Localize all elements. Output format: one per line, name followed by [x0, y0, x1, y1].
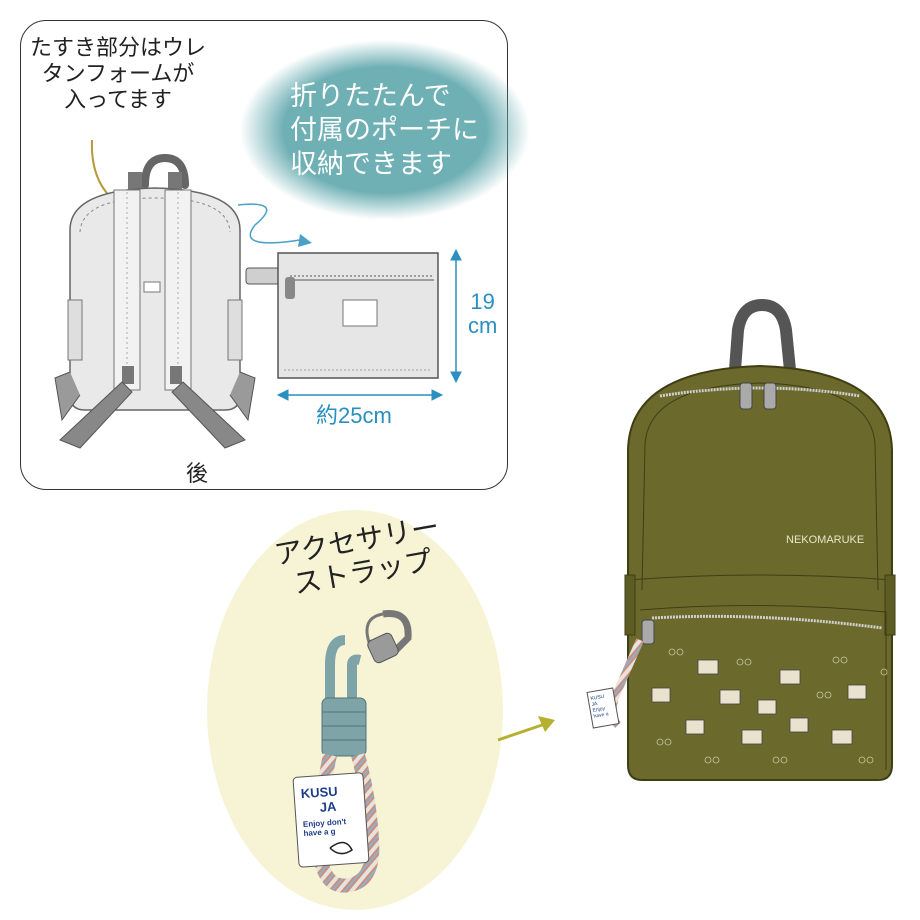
pouch-height-unit: cm: [468, 313, 498, 338]
dimension-height: [450, 248, 462, 384]
pouch-height-value: 19: [470, 289, 495, 314]
backpack-back-view: [54, 153, 256, 449]
pouch-height-label: 19 cm: [468, 290, 497, 338]
accessory-arrow: [497, 716, 555, 742]
pouch-width-label: 約25cm: [316, 403, 392, 428]
backpack-brand: NEKOMARUKE: [786, 534, 865, 546]
backpack-front-view: [586, 299, 896, 781]
fold-arrow: [237, 203, 301, 244]
strap-foam-label: たすき部分はウレ タンフォームが 入ってます: [30, 36, 206, 114]
dimension-width: [276, 389, 444, 401]
pouch: [245, 252, 439, 379]
bubble-line-2: 付属のポーチに: [290, 115, 479, 146]
strap-label-line-2: タンフォームが: [41, 62, 195, 87]
strap-label-line-1: たすき部分はウレ: [30, 36, 207, 61]
info-bubble: [240, 40, 530, 220]
fold-pouch-note: 折りたたんで 付属のポーチに 収納できます: [290, 80, 479, 182]
back-view-label: 後: [186, 462, 209, 487]
bubble-line-1: 折りたたんで: [290, 81, 451, 112]
bubble-line-3: 収納できます: [290, 149, 452, 180]
strap-label-line-3: 入ってます: [64, 88, 172, 113]
accessory-tag: KUSU JA Enjoy don't have a g: [300, 782, 363, 838]
backpack-tag: KUSU JA Enjoy have a: [590, 692, 616, 720]
accessory-strap: [292, 610, 412, 893]
